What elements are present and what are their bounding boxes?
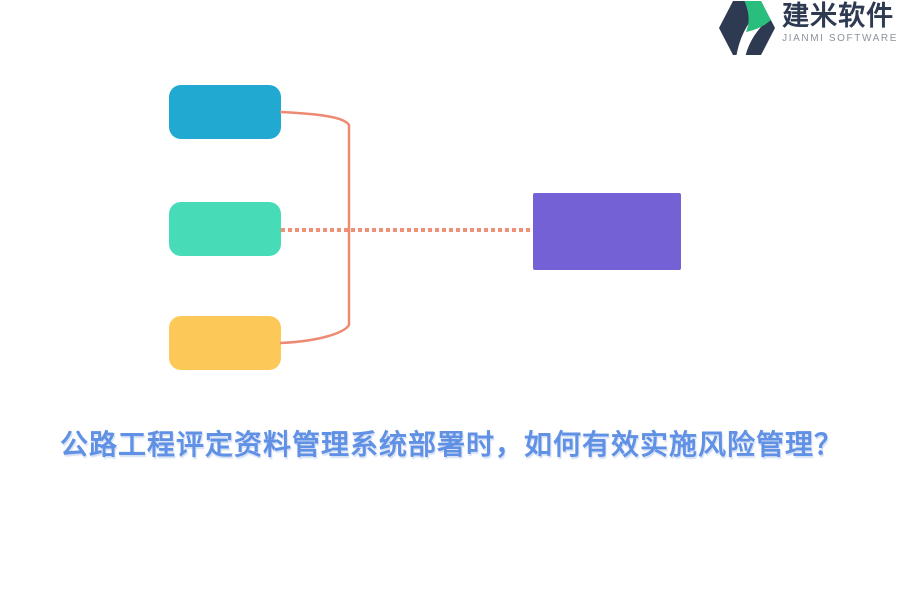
bracket-path [279, 110, 351, 345]
dotted-connector [281, 228, 533, 232]
brand-name: 建米软件 [782, 1, 895, 31]
headline: 公路工程评定资料管理系统部署时，如何有效实施风险管理？ [60, 429, 844, 460]
diagram-box-teal [169, 202, 281, 256]
jianmi-logo-icon [719, 1, 776, 55]
bracket-connector [279, 110, 351, 345]
diagram-box-purple [533, 193, 681, 270]
brand-subtitle: JIANMI SOFTWARE [782, 33, 898, 44]
brand-logo: 建米软件 JIANMI SOFTWARE [716, 0, 898, 56]
diagram-box-yellow [169, 316, 281, 370]
diagram-box-cyan [169, 85, 281, 139]
brand-text: 建米软件 JIANMI SOFTWARE [782, 0, 898, 44]
